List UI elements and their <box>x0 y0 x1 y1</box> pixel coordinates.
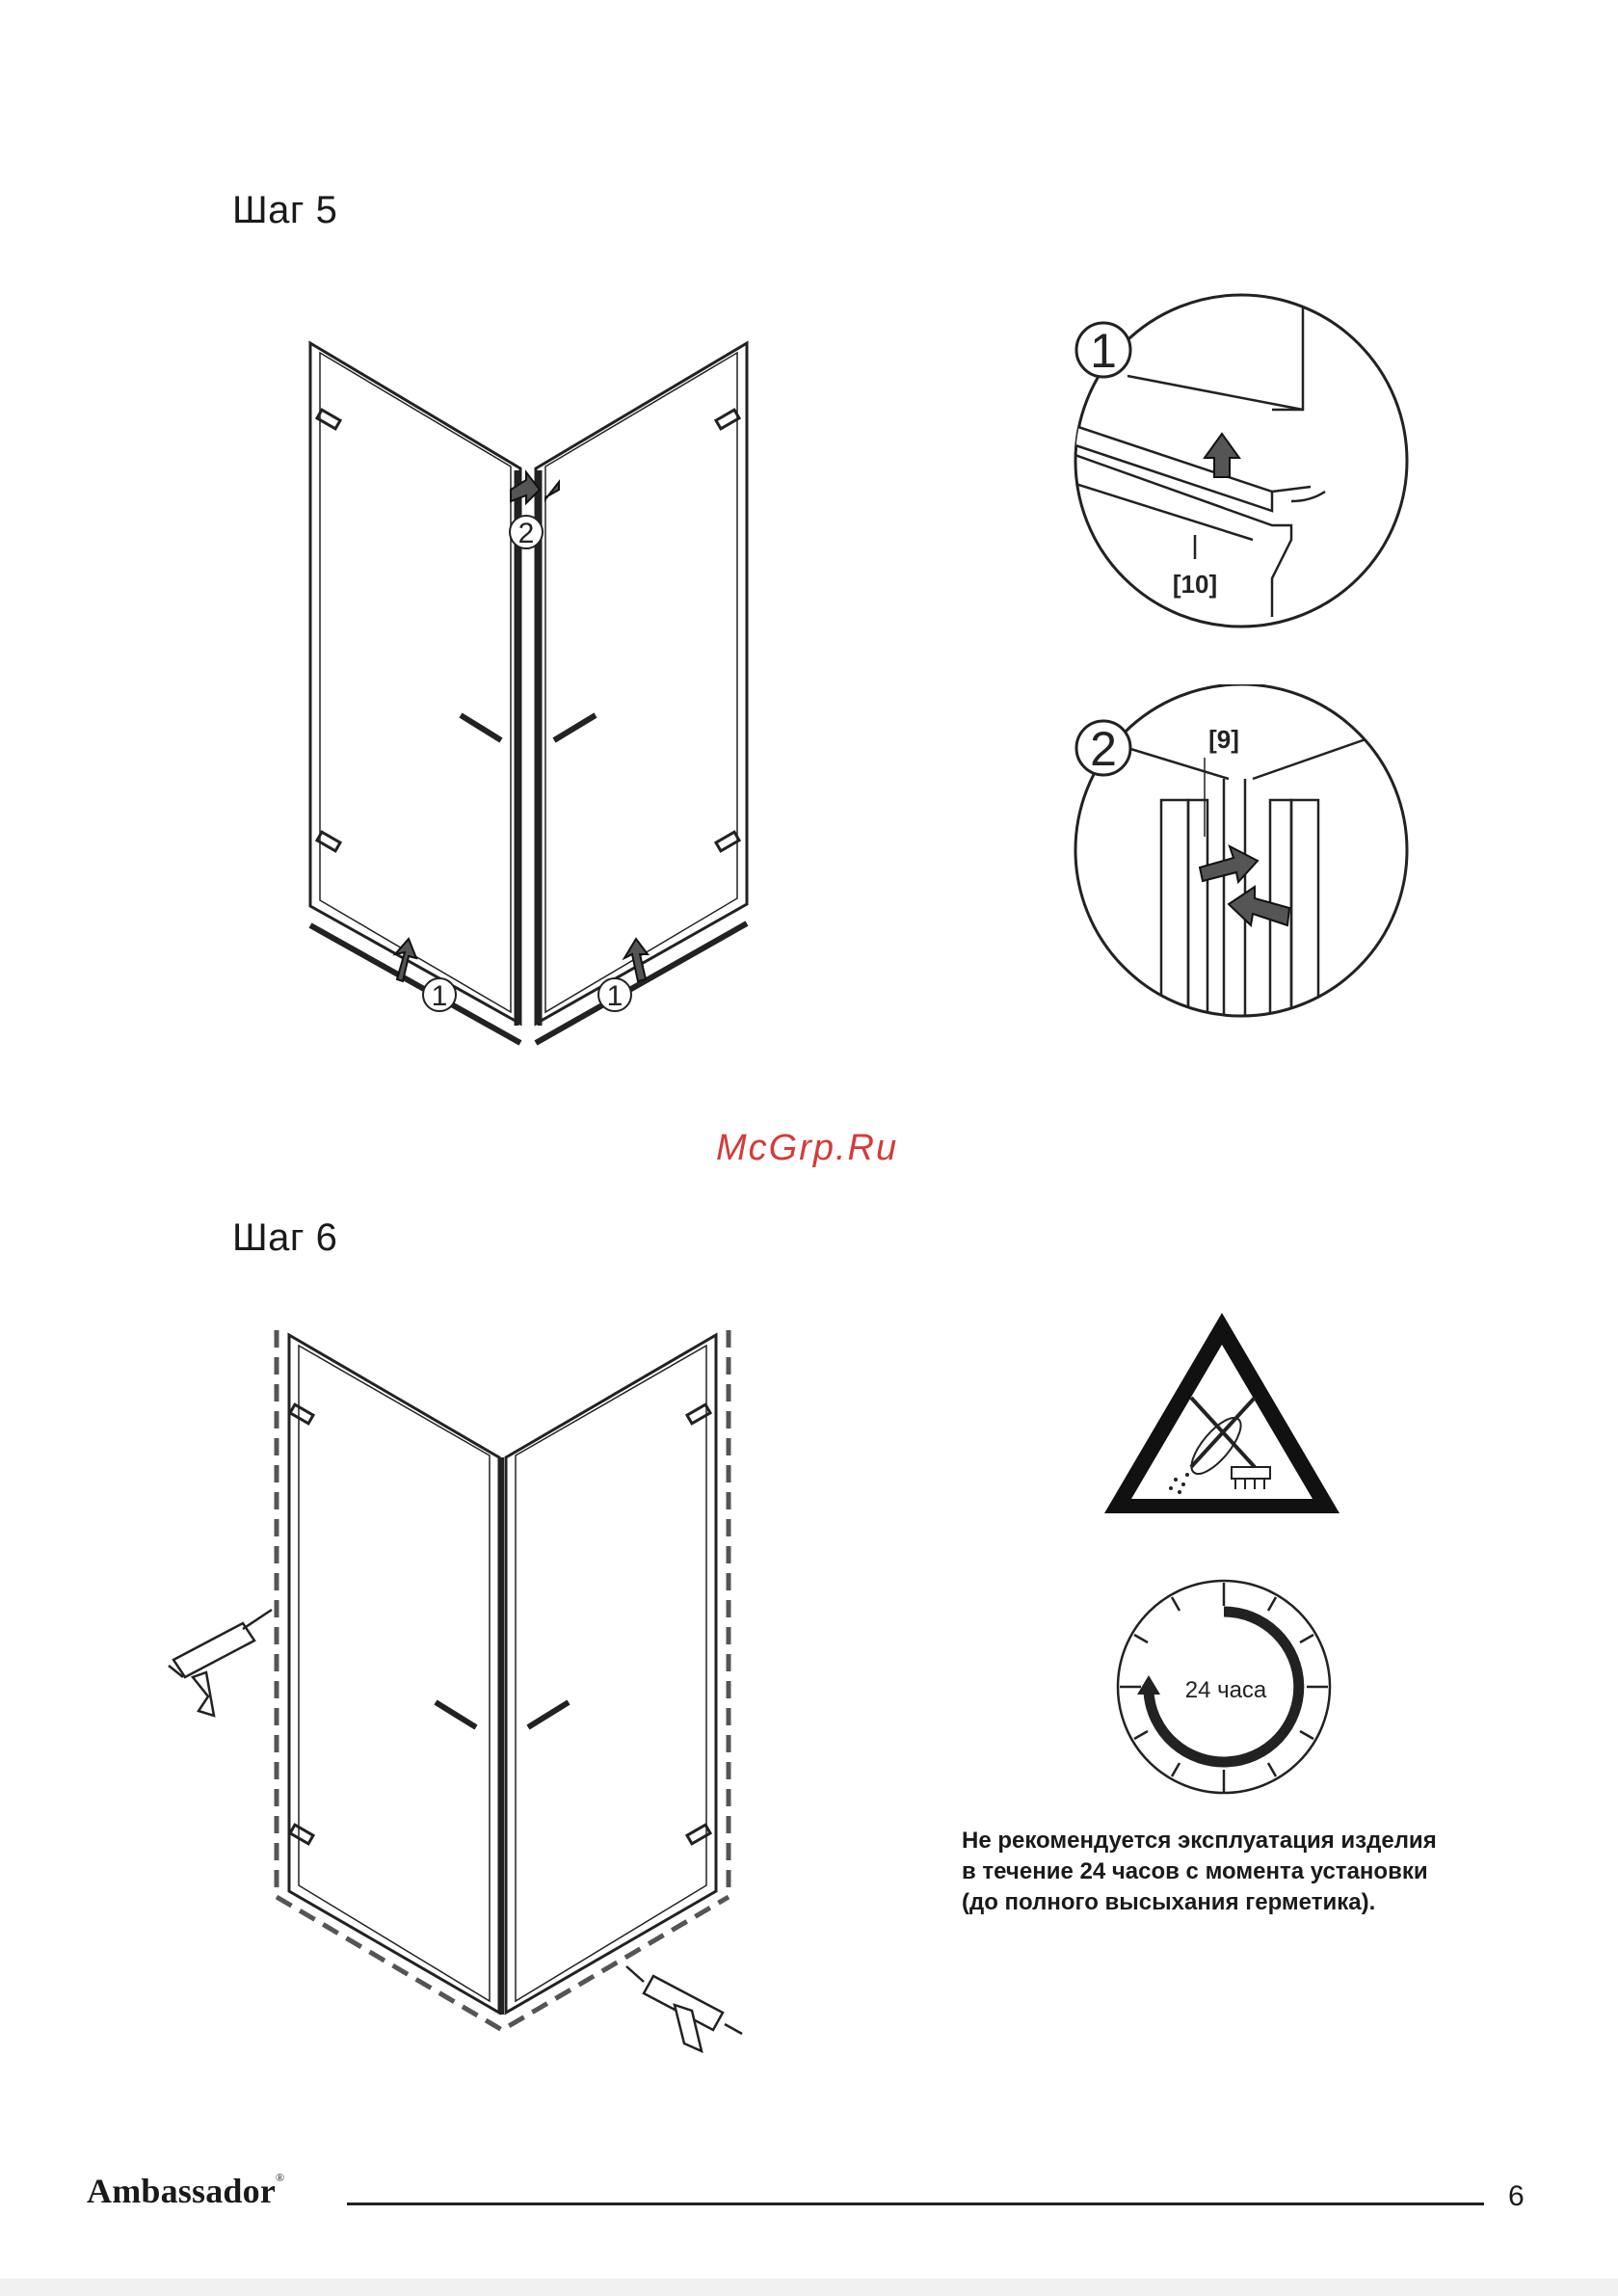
registered-mark: ® <box>276 2171 284 2184</box>
brand-logo: Ambassador® <box>87 2171 284 2211</box>
step6-title: Шаг 6 <box>232 1216 337 1260</box>
brand-name: Ambassador <box>87 2172 276 2210</box>
24-hours-clock-icon: 24 часа <box>1108 1571 1339 1802</box>
clock-label: 24 часа <box>1185 1677 1267 1703</box>
callout-1-left: 1 <box>432 980 448 1012</box>
note-line-3: (до полного высыхания герметика). <box>962 1887 1578 1918</box>
footer-rule <box>347 2203 1484 2205</box>
step5-enclosure-drawing: 1 1 2 <box>289 328 771 1070</box>
callout-1-right: 1 <box>607 980 623 1012</box>
note-line-1: Не рекомендуется эксплуатация изделия <box>962 1826 1578 1856</box>
page-number: 6 <box>1508 2180 1525 2213</box>
note-line-2: в течение 24 часов с момента установки <box>962 1856 1578 1887</box>
detail-2-part-label: [9] <box>1208 725 1239 754</box>
step5-title: Шаг 5 <box>232 189 337 232</box>
page-bottom-edge <box>0 2279 1618 2296</box>
silicone-gun-left-icon <box>169 1610 272 1716</box>
watermark: McGrp.Ru <box>716 1128 898 1169</box>
step6-enclosure-drawing <box>154 1321 752 2072</box>
detail-2-vertical-seals: 2 [9] <box>1060 684 1426 1031</box>
curing-time-note: Не рекомендуется эксплуатация изделия в … <box>962 1826 1578 1918</box>
detail-1-bottom-seal: 1 [10] <box>1060 280 1426 646</box>
silicone-gun-right-icon <box>626 1966 742 2051</box>
callout-2: 2 <box>518 518 535 549</box>
detail-1-number: 1 <box>1090 324 1117 378</box>
no-abrasive-cleaning-warning-icon <box>1099 1301 1349 1523</box>
detail-1-part-label: [10] <box>1173 570 1217 599</box>
detail-2-number: 2 <box>1090 722 1117 776</box>
